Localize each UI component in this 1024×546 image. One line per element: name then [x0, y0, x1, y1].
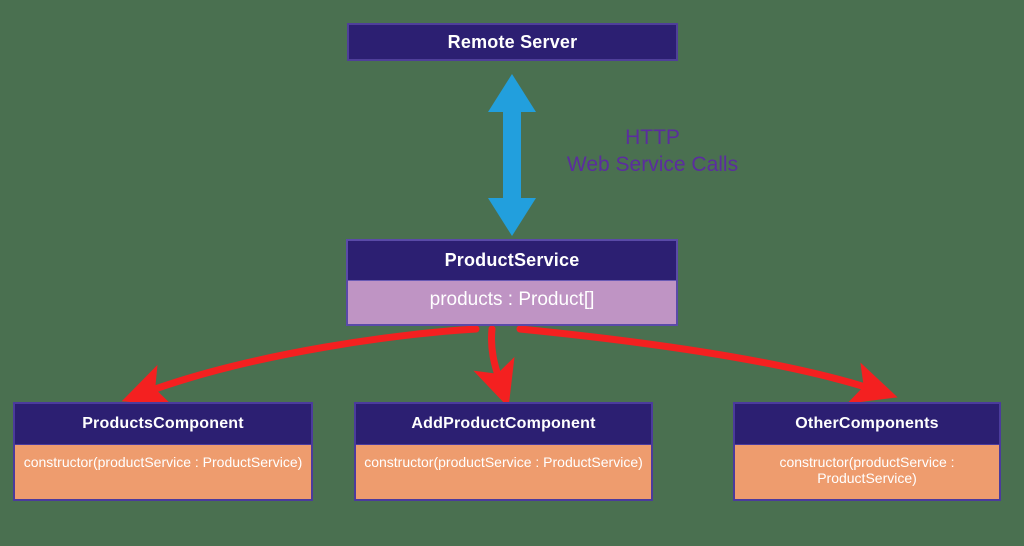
injection-arrow-left — [121, 325, 480, 406]
injection-arrow-middle — [473, 325, 515, 408]
products-component-title: ProductsComponent — [15, 404, 311, 444]
remote-server-title: Remote Server — [349, 25, 676, 59]
product-service-title: ProductService — [348, 241, 676, 280]
http-label-line2: Web Service Calls — [566, 153, 739, 176]
product-service-node: ProductService products : Product[] — [346, 239, 678, 326]
products-component-constructor: constructor(productService : ProductServ… — [15, 444, 311, 499]
product-service-member: products : Product[] — [348, 280, 676, 324]
remote-server-node: Remote Server — [347, 23, 678, 61]
http-web-service-calls-label: HTTP Web Service Calls — [545, 124, 760, 178]
injection-arrow-right — [516, 325, 898, 404]
add-product-component-constructor: constructor(productService : ProductServ… — [356, 444, 651, 499]
http-double-arrow-icon — [488, 74, 536, 236]
add-product-component-node: AddProductComponent constructor(productS… — [354, 402, 653, 501]
products-component-node: ProductsComponent constructor(productSer… — [13, 402, 313, 501]
add-product-component-title: AddProductComponent — [356, 404, 651, 444]
other-components-constructor: constructor(productService : ProductServ… — [735, 444, 999, 499]
other-components-title: OtherComponents — [735, 404, 999, 444]
other-components-node: OtherComponents constructor(productServi… — [733, 402, 1001, 501]
http-label-line1: HTTP — [625, 126, 680, 149]
